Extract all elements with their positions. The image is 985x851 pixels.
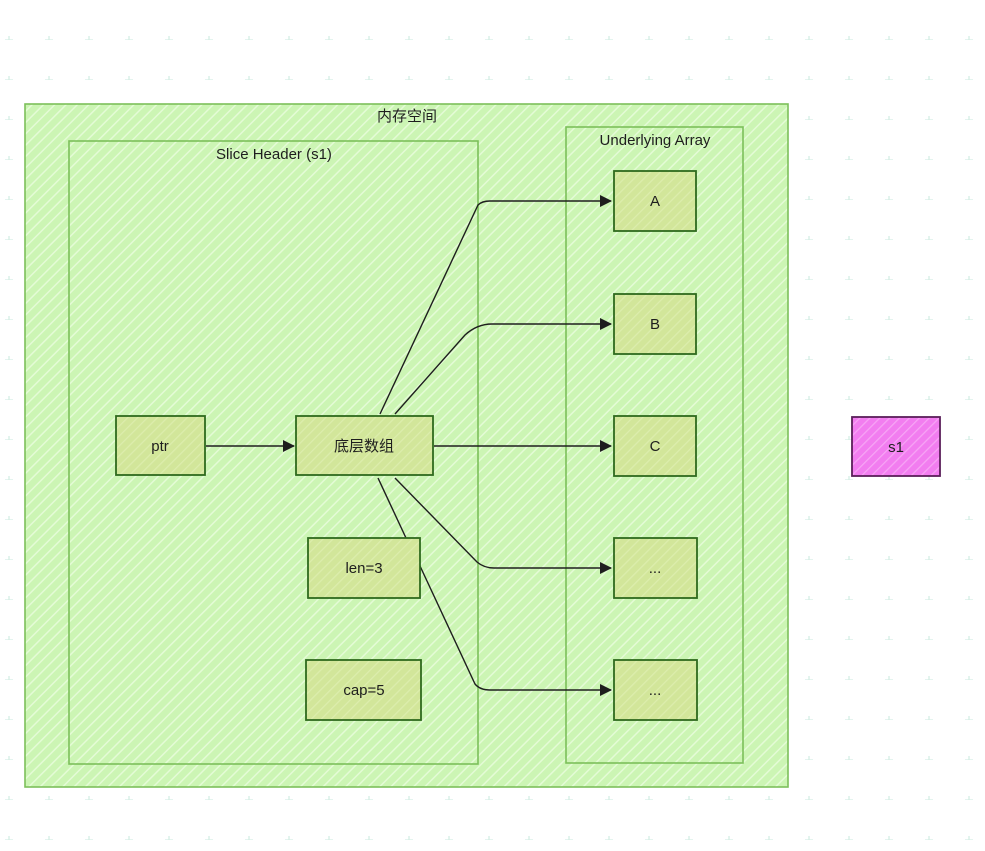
slice-header-label: Slice Header (s1) (216, 146, 332, 163)
node-ptr-label: ptr (151, 438, 169, 455)
array-element-a[interactable]: A (613, 170, 697, 232)
array-element-c[interactable]: C (613, 415, 697, 477)
underlying-array-label: Underlying Array (600, 132, 711, 149)
array-element-4[interactable]: ... (613, 537, 698, 599)
node-len[interactable]: len=3 (307, 537, 421, 599)
edge-len-to-element-5 (419, 565, 612, 696)
node-backing-array-label: 底层数组 (334, 438, 394, 455)
edge-backing-to-len (377, 477, 407, 539)
node-ptr[interactable]: ptr (115, 415, 206, 476)
node-cap-label: cap=5 (343, 682, 384, 699)
edge-backing-to-b (394, 318, 612, 415)
array-element-c-label: C (650, 438, 661, 455)
edges (206, 195, 612, 696)
array-element-b[interactable]: B (613, 293, 697, 355)
node-backing-array[interactable]: 底层数组 (295, 415, 434, 476)
array-element-5[interactable]: ... (613, 659, 698, 721)
array-element-5-label: ... (649, 682, 662, 699)
node-cap[interactable]: cap=5 (305, 659, 422, 721)
node-len-label: len=3 (345, 560, 382, 577)
memory-space-label: 内存空间 (377, 108, 437, 125)
edge-backing-to-element-4 (394, 477, 612, 574)
node-s1[interactable]: s1 (851, 416, 941, 477)
node-s1-label: s1 (888, 439, 904, 456)
array-element-4-label: ... (649, 560, 662, 577)
edge-backing-to-a (379, 195, 612, 415)
array-element-b-label: B (650, 316, 660, 333)
array-element-a-label: A (650, 193, 660, 210)
